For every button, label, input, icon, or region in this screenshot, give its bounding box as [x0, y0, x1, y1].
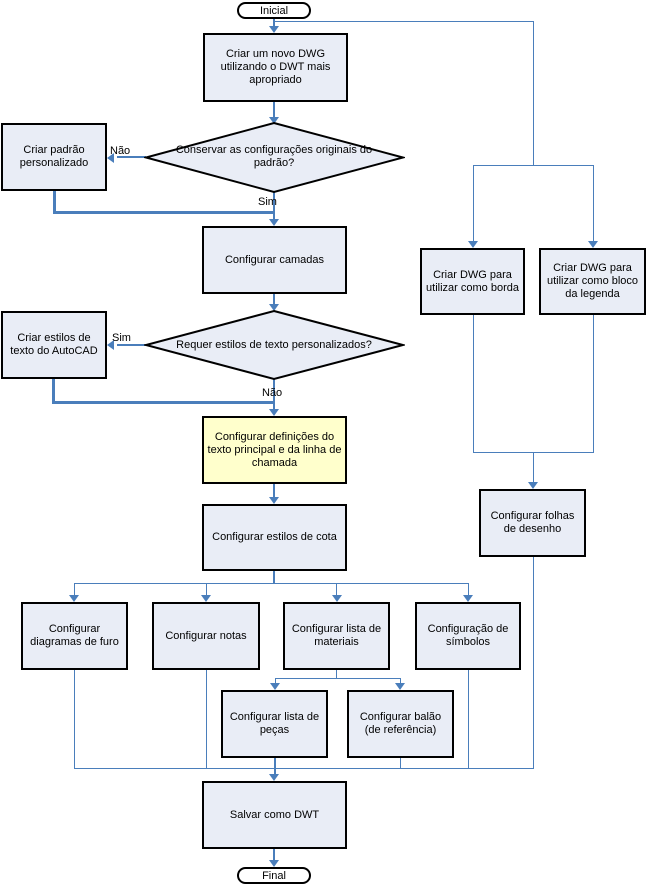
connector-line	[336, 670, 337, 678]
process-criar-padrao: Criar padrão personalizado	[1, 123, 107, 191]
connector-line	[400, 678, 401, 684]
connector-line	[273, 849, 275, 860]
connector-line	[53, 211, 274, 214]
arrowhead-down-icon	[69, 595, 79, 602]
process-definicoes-texto: Configurar definições do texto principal…	[202, 416, 347, 484]
arrowhead-down-icon	[468, 241, 478, 248]
process-lista-materiais: Configurar lista de materiais	[283, 602, 390, 670]
edge-label-nao-1: Não	[110, 145, 131, 157]
process-lista-pecas: Configurar lista de peças	[221, 690, 328, 758]
arrowhead-down-icon	[269, 860, 279, 867]
process-configurar-camadas: Configurar camadas	[202, 226, 347, 294]
connector-line	[53, 191, 56, 214]
decision-requer-label: Requer estilos de texto personalizados?	[176, 338, 372, 351]
connector-line	[74, 670, 75, 768]
process-dwg-bloco-legenda: Criar DWG para utilizar como bloco da le…	[539, 248, 646, 315]
edge-label-sim-2: Sim	[112, 332, 131, 344]
arrowhead-down-icon	[201, 595, 211, 602]
terminator-inicial: Inicial	[237, 2, 311, 19]
arrowhead-down-icon	[269, 497, 279, 504]
arrowhead-down-icon	[588, 241, 598, 248]
process-diagramas-furo: Configurar diagramas de furo	[21, 602, 128, 670]
process-criar-estilos-texto: Criar estilos de texto do AutoCAD	[1, 311, 107, 379]
decision-conservar-label: Conservar as configurações originais do …	[175, 144, 373, 169]
arrowhead-down-icon	[269, 117, 279, 124]
arrowhead-down-icon	[395, 683, 405, 690]
decision-diamond-conservar	[144, 121, 405, 194]
connector-line	[273, 294, 275, 304]
connector-line	[74, 583, 469, 584]
connector-line	[206, 670, 207, 768]
connector-line	[273, 192, 275, 219]
connector-line	[468, 670, 469, 768]
process-salvar-dwt: Salvar como DWT	[202, 781, 347, 849]
connector-line	[593, 165, 594, 241]
arrowhead-down-icon	[269, 219, 279, 226]
connector-line	[117, 156, 146, 158]
arrowhead-down-icon	[332, 595, 342, 602]
connector-line	[400, 758, 401, 768]
connector-line	[473, 315, 474, 452]
edge-label-nao-2: Não	[262, 387, 283, 399]
connector-line	[273, 571, 275, 583]
connector-line	[473, 165, 594, 166]
connector-line	[533, 556, 534, 768]
arrowhead-down-icon	[269, 774, 279, 781]
process-configurar-notas: Configurar notas	[152, 602, 260, 670]
connector-line	[336, 583, 337, 595]
process-estilos-cota: Configurar estilos de cota	[202, 504, 347, 571]
process-folhas-desenho: Configurar folhas de desenho	[479, 489, 586, 557]
decision-diamond-requer	[144, 309, 405, 381]
arrowhead-down-icon	[528, 482, 538, 489]
connector-line	[52, 401, 274, 404]
connector-line	[533, 21, 534, 165]
connector-line	[274, 758, 276, 774]
connector-line	[74, 768, 534, 769]
arrowhead-down-icon	[269, 26, 279, 33]
connector-line	[468, 583, 469, 595]
connector-line	[275, 678, 401, 679]
connector-line	[275, 21, 534, 22]
connector-line	[74, 583, 75, 595]
connector-line	[533, 452, 534, 482]
arrowhead-down-icon	[269, 304, 279, 311]
connector-line	[273, 18, 275, 27]
arrowhead-down-icon	[270, 683, 280, 690]
connector-line	[593, 315, 594, 452]
connector-line	[273, 101, 275, 117]
connector-line	[117, 344, 146, 346]
process-novo-dwg: Criar um novo DWG utilizando o DWT mais …	[203, 33, 348, 102]
connector-line	[275, 678, 276, 684]
arrowhead-left-icon	[107, 153, 114, 163]
arrowhead-left-icon	[107, 340, 114, 350]
edge-label-sim-1: Sim	[258, 196, 277, 208]
connector-line	[206, 583, 207, 595]
process-configuracao-simbolos: Configuração de símbolos	[415, 602, 521, 670]
connector-line	[473, 165, 474, 241]
process-dwg-borda: Criar DWG para utilizar como borda	[420, 248, 525, 315]
connector-line	[273, 379, 275, 409]
terminator-final: Final	[237, 867, 311, 884]
arrowhead-down-icon	[269, 409, 279, 416]
connector-line	[52, 378, 55, 404]
process-configurar-balao: Configurar balão (de referência)	[347, 690, 454, 758]
connector-line	[273, 484, 275, 497]
arrowhead-down-icon	[463, 595, 473, 602]
